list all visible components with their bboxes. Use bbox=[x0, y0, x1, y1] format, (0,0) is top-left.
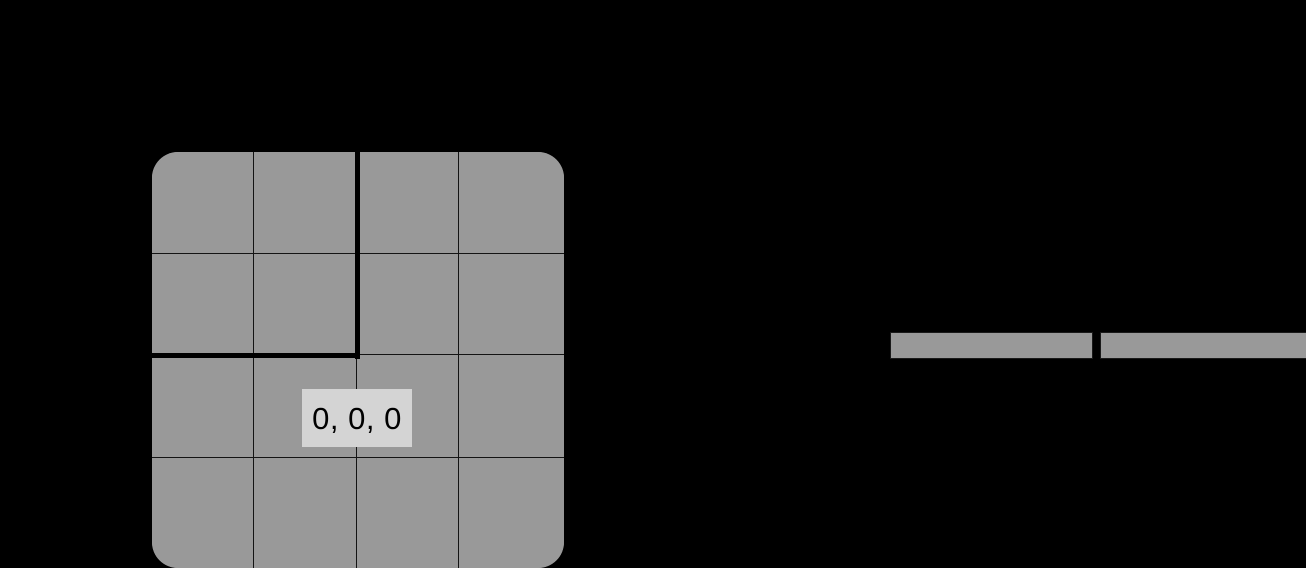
grid-cell[interactable] bbox=[357, 152, 459, 254]
bar-left[interactable] bbox=[890, 332, 1093, 359]
grid-cell[interactable] bbox=[254, 152, 357, 254]
grid-cell[interactable] bbox=[459, 254, 564, 355]
bar-right[interactable] bbox=[1100, 332, 1306, 359]
grid-cell[interactable] bbox=[459, 355, 564, 458]
grid-cell[interactable] bbox=[152, 254, 254, 355]
grid-cell[interactable] bbox=[152, 458, 254, 568]
grid-cell-container bbox=[152, 152, 564, 568]
grid-cell[interactable] bbox=[459, 458, 564, 568]
grid-cell[interactable] bbox=[357, 458, 459, 568]
grid-cell[interactable] bbox=[254, 458, 357, 568]
grid-cell[interactable] bbox=[152, 152, 254, 254]
region-boundary-horizontal bbox=[152, 353, 360, 358]
grid-cell[interactable] bbox=[357, 254, 459, 355]
grid-cell[interactable] bbox=[152, 355, 254, 458]
grid-cell[interactable] bbox=[459, 152, 564, 254]
region-boundary-vertical bbox=[355, 152, 360, 359]
coordinate-grid[interactable] bbox=[152, 152, 564, 568]
grid-cell[interactable] bbox=[254, 254, 357, 355]
coordinate-readout: 0, 0, 0 bbox=[302, 389, 412, 447]
